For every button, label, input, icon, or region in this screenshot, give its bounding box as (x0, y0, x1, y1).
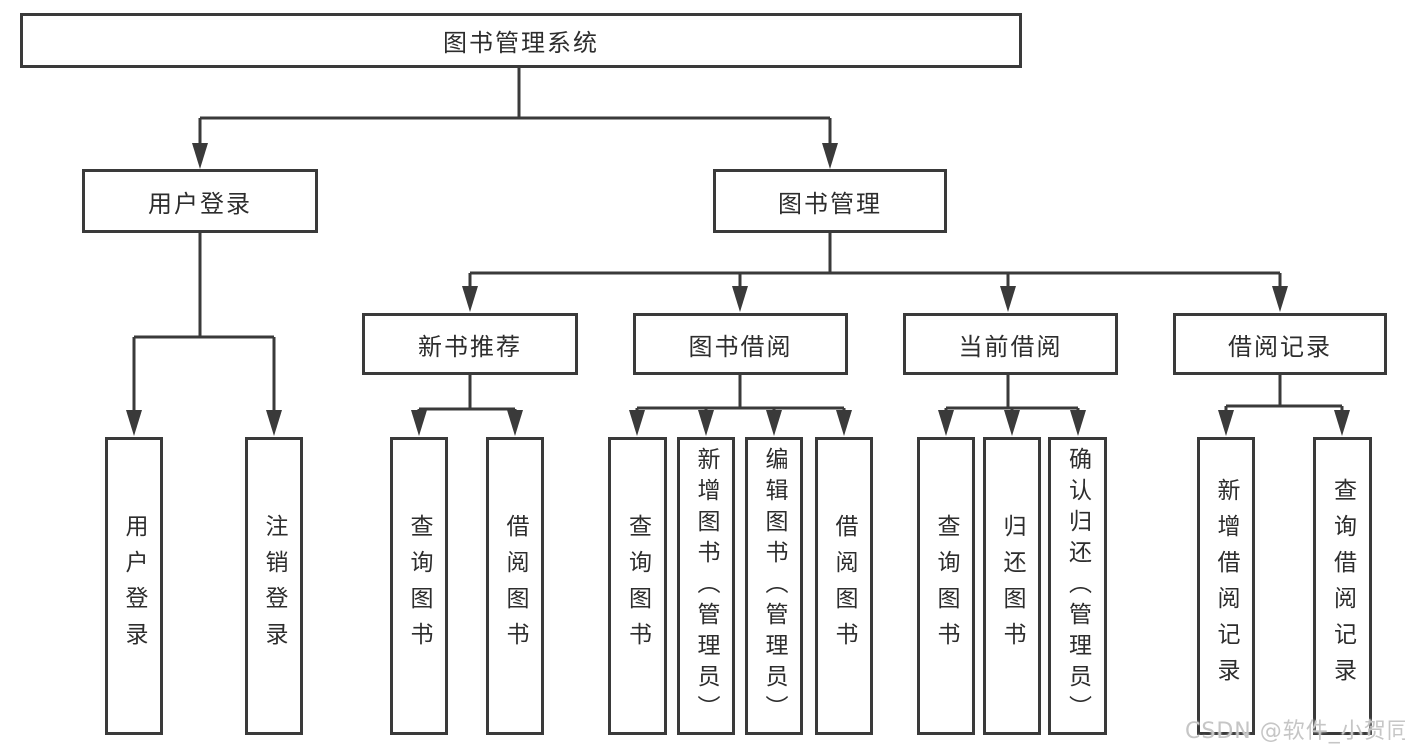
leaf-query-books-current: 查询图书 (917, 437, 975, 735)
leaf-add-books-admin: 新增图书（管理员） (677, 437, 735, 735)
arrowheads (126, 143, 1350, 436)
leaf-query-borrow-record: 查询借阅记录 (1313, 437, 1372, 735)
node-book-management: 图书管理 (713, 169, 947, 233)
leaf-user-login: 用户登录 (105, 437, 163, 735)
leaf-borrow-books: 借阅图书 (815, 437, 873, 735)
leaf-return-books: 归还图书 (983, 437, 1041, 735)
node-new-book-recommend: 新书推荐 (362, 313, 578, 375)
node-user-login: 用户登录 (82, 169, 318, 233)
leaf-add-borrow-record: 新增借阅记录 (1197, 437, 1255, 735)
leaf-logout: 注销登录 (245, 437, 303, 735)
csdn-watermark: CSDN @软件_小贺同学 (1185, 719, 1405, 744)
leaf-query-books-recommend: 查询图书 (390, 437, 448, 735)
leaf-query-books-borrow: 查询图书 (608, 437, 667, 735)
node-library-system: 图书管理系统 (20, 13, 1022, 68)
leaf-confirm-return-admin: 确认归还（管理员） (1048, 437, 1107, 735)
node-current-borrow: 当前借阅 (903, 313, 1118, 375)
node-book-borrow: 图书借阅 (633, 313, 848, 375)
node-borrow-records: 借阅记录 (1173, 313, 1387, 375)
leaf-edit-books-admin: 编辑图书（管理员） (745, 437, 803, 735)
leaf-borrow-books-recommend: 借阅图书 (486, 437, 544, 735)
